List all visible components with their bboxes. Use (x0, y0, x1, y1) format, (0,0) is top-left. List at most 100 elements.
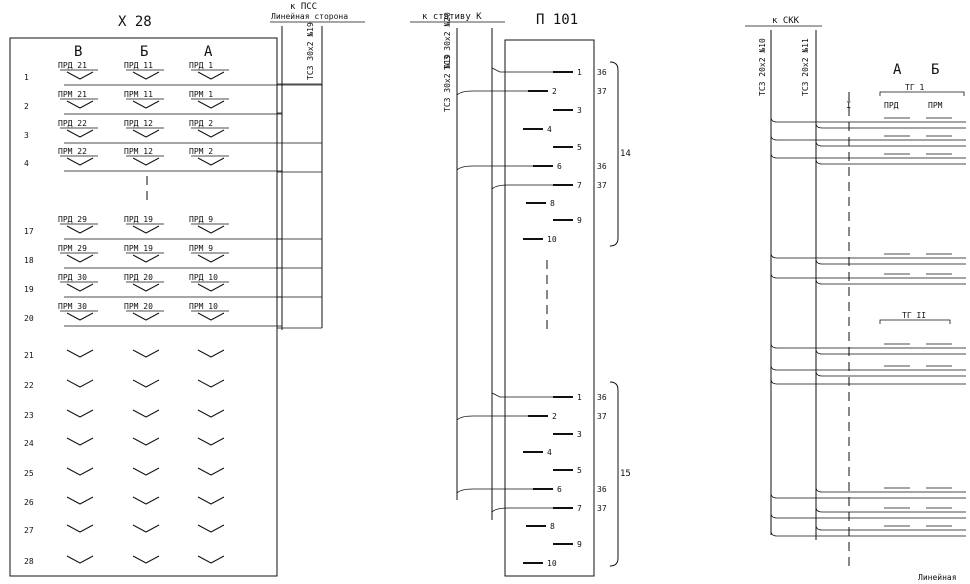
x28-cell-label: ПРД 1 (189, 61, 213, 70)
skk-cable1-label: ТСЗ 20x2 №10 (758, 38, 767, 96)
x28-terminal (132, 409, 160, 418)
x28-row-num: 4 (24, 159, 29, 168)
x28-terminal (132, 555, 160, 564)
skk-wire (770, 134, 966, 141)
x28-cell-label: ПРД 22 (58, 119, 87, 128)
p101-mark: 37 (597, 181, 607, 190)
x28-row-num: 26 (24, 498, 34, 507)
x28-terminal (197, 496, 225, 505)
x28-title: Х 28 (118, 14, 152, 30)
p101-pin-num: 1 (577, 393, 582, 402)
x28-row-num: 2 (24, 102, 29, 111)
p101-pin-num: 9 (577, 540, 582, 549)
x28-terminal (132, 524, 160, 533)
p101-pin-num: 6 (557, 162, 562, 171)
skk-wire (770, 512, 966, 519)
x28-cell-label: ПРМ 22 (58, 147, 87, 156)
x28-terminal (132, 496, 160, 505)
skk-marker: I (846, 101, 851, 111)
x28-terminal (132, 254, 160, 263)
skk-wire (815, 506, 966, 513)
skk-wire (815, 140, 966, 147)
p101-block: к стативу К П 101 ТСЗ 30x2 №20 ТСЗ 30x2 … (410, 12, 631, 577)
p101-wire (491, 392, 553, 398)
skk-wire (815, 348, 966, 355)
skk-wire (770, 272, 966, 279)
x28-row-num: 1 (24, 73, 29, 82)
x28-col-v: В (74, 44, 82, 60)
x28-terminal (197, 467, 225, 476)
x28-cell-label: ПРМ 10 (189, 302, 218, 311)
x28-terminal (132, 437, 160, 446)
p101-pin-num: 2 (552, 87, 557, 96)
x28-cell-label: ПРМ 20 (124, 302, 153, 311)
p101-pin-num: 4 (547, 125, 552, 134)
x28-terminal (197, 283, 225, 292)
x28-terminal (197, 409, 225, 418)
x28-cell-label: ПРД 29 (58, 215, 87, 224)
skk-col-prd: ПРД (884, 101, 899, 110)
x28-terminal (66, 496, 94, 505)
p101-mark: 36 (597, 485, 607, 494)
x28-terminal (132, 71, 160, 80)
x28-cell-label: ПРД 19 (124, 215, 153, 224)
p101-pin-num: 7 (577, 504, 582, 513)
skk-wire (815, 122, 966, 129)
x28-terminal (197, 379, 225, 388)
p101-cable1-label: ТСЗ 30x2 №20 (443, 12, 452, 70)
x28-row-num: 27 (24, 526, 34, 535)
skk-col-a: А (893, 62, 902, 78)
x28-terminal (132, 312, 160, 321)
p101-mark: 37 (597, 412, 607, 421)
skk-wire (815, 486, 966, 493)
p101-bracket-lower (609, 381, 619, 567)
skk-cable2-label: ТСЗ 20x2 №11 (801, 38, 810, 96)
x28-cell-label: ПРМ 2 (189, 147, 213, 156)
p101-wire (456, 165, 533, 171)
x28-cell-label: ПРМ 9 (189, 244, 213, 253)
x28-terminal (197, 524, 225, 533)
p101-title: П 101 (536, 12, 578, 28)
x28-terminal (66, 437, 94, 446)
x28-cell-label: ПРД 11 (124, 61, 153, 70)
p101-pin-num: 3 (577, 430, 582, 439)
skk-wire (815, 258, 966, 265)
x28-cell-label: ПРМ 30 (58, 302, 87, 311)
x28-cell-label: ПРД 12 (124, 119, 153, 128)
x28-cell-label: ПРД 20 (124, 273, 153, 282)
skk-group1-brace (879, 91, 965, 96)
p101-wire (491, 184, 553, 190)
x28-terminal (66, 283, 94, 292)
x28-row-num: 21 (24, 351, 34, 360)
p101-bracket-upper (609, 61, 619, 247)
pss-cable-label: ТСЗ 30x2 №19 (306, 22, 315, 80)
p101-pin-num: 7 (577, 181, 582, 190)
x28-terminal (197, 71, 225, 80)
x28-cell-label: ПРД 9 (189, 215, 213, 224)
x28-terminal (66, 254, 94, 263)
x28-cell-label: ПРМ 29 (58, 244, 87, 253)
x28-terminal (132, 467, 160, 476)
x28-terminal (132, 225, 160, 234)
x28-terminal (197, 555, 225, 564)
skk-wires (770, 116, 966, 537)
skk-wire (770, 152, 966, 159)
skk-group1: ТГ 1 (905, 83, 924, 92)
skk-footer: Линейная (918, 573, 957, 582)
p101-cable2-label: ТСЗ 30x2 №19 (443, 54, 452, 112)
x28-terminal (66, 467, 94, 476)
x28-terminal (66, 524, 94, 533)
x28-row-num: 20 (24, 314, 34, 323)
p101-pin-num: 10 (547, 235, 557, 244)
x28-row-num: 17 (24, 227, 34, 236)
p101-pin-num: 4 (547, 448, 552, 457)
pss-header2: Линейная сторона (271, 12, 348, 21)
skk-wire (815, 370, 966, 377)
x28-terminal (197, 225, 225, 234)
skk-wire (770, 378, 966, 385)
p101-mark: 36 (597, 68, 607, 77)
skk-group2: ТГ II (902, 311, 926, 320)
x28-terminal (66, 379, 94, 388)
x28-terminal (66, 71, 94, 80)
